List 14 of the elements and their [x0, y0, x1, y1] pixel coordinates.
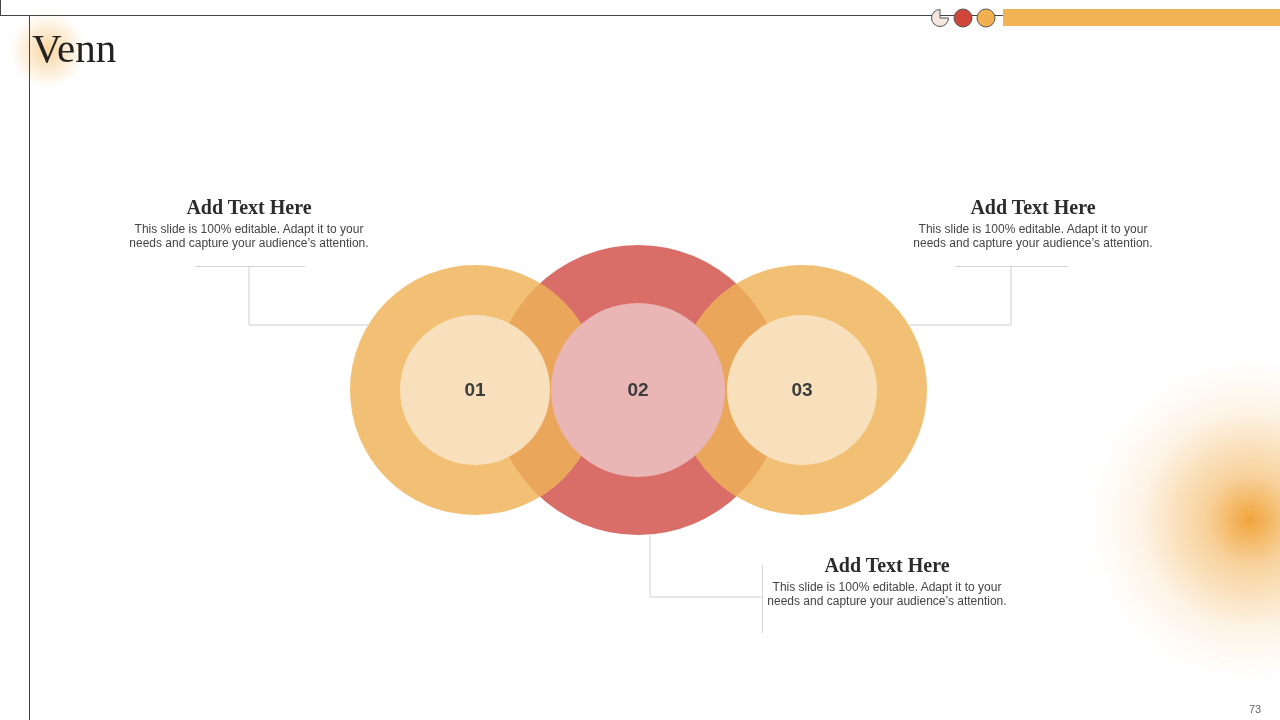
leader-line — [908, 265, 1012, 326]
heading: Add Text Here — [186, 196, 312, 218]
circle-number: 03 — [791, 379, 813, 401]
leader-line — [248, 265, 369, 326]
circle-number: 01 — [464, 379, 486, 401]
heading: Add Text Here — [970, 196, 1096, 218]
circle-number: 02 — [627, 379, 649, 401]
body-text: This slide is 100% editable. Adapt it to your needs and capture your audience’s attention. — [766, 580, 1008, 608]
body-text: This slide is 100% editable. Adapt it to your needs and capture your audience’s attention. — [912, 222, 1154, 250]
body-text: This slide is 100% editable. Adapt it to your needs and capture your audience’s attention. — [128, 222, 370, 250]
leader-line — [649, 534, 764, 598]
slide-title: Venn — [32, 28, 117, 69]
heading: Add Text Here — [824, 554, 950, 576]
page-number: 73 — [1249, 703, 1262, 716]
